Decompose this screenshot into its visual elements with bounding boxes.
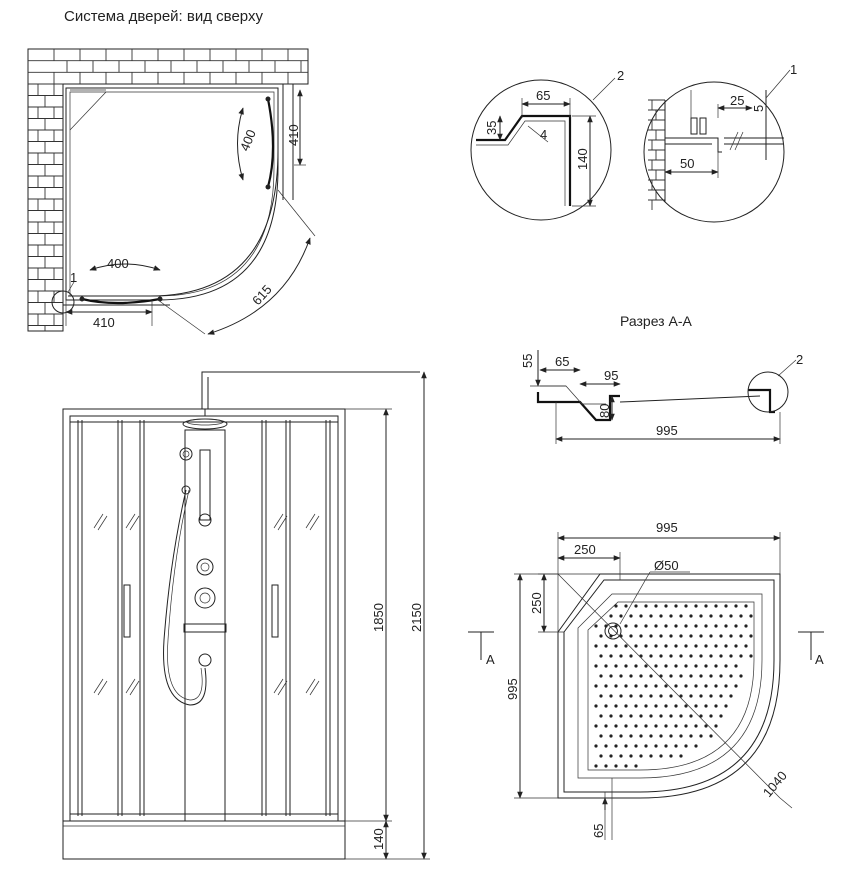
tray-dim-250-h: 250 (574, 542, 596, 557)
dim-left-door: 410 (93, 315, 115, 330)
front-dim-1850: 1850 (371, 603, 386, 632)
section-dim-55: 55 (520, 354, 535, 368)
callout-1: 1 (70, 270, 77, 285)
detail2-dim-35: 35 (484, 121, 499, 135)
tray-view: 995 250 Ø50 250 995 1040 65 A A (468, 520, 824, 840)
detail2-callout: 2 (617, 68, 624, 83)
detail2-dim-140: 140 (575, 148, 590, 170)
section-dim-95: 95 (604, 368, 618, 383)
section-mark-right: A (815, 652, 824, 667)
tray-dim-65: 65 (591, 824, 606, 838)
section-dim-65: 65 (555, 354, 569, 369)
brick-wall-top (28, 49, 308, 84)
dim-right-door: 410 (286, 124, 301, 146)
detail2-dim-4: 4 (540, 127, 547, 142)
anti-slip-dots (594, 604, 753, 768)
front-view: 1850 2150 140 (62, 371, 430, 860)
detail-2: 65 35 4 140 2 (470, 68, 624, 221)
dim-arc-bottom: 400 (107, 256, 129, 271)
section-title: Разрез А-А (620, 313, 692, 329)
tray-dim-250-v: 250 (529, 592, 544, 614)
detail2-dim-65: 65 (536, 88, 550, 103)
section-dim-80: 80 (597, 404, 612, 418)
brick-wall-left (28, 83, 63, 331)
door-profiles (70, 420, 338, 816)
tray-dim-drain: Ø50 (654, 558, 679, 573)
tray-dim-995-left: 995 (505, 678, 520, 700)
glass-hatches (93, 513, 320, 696)
section-view: Разрез А-А 2 55 65 95 80 995 (520, 313, 803, 444)
section-mark-left: A (486, 652, 495, 667)
detail1-dim-50: 50 (680, 156, 694, 171)
detail1-dim-25: 25 (730, 93, 744, 108)
detail1-callout: 1 (790, 62, 797, 77)
section-callout: 2 (796, 352, 803, 367)
dim-radius: 615 (249, 282, 275, 308)
top-view: 410 410 400 400 615 1 (27, 48, 316, 335)
front-dim-2150: 2150 (409, 603, 424, 632)
drawing-title: Система дверей: вид сверху (64, 8, 263, 25)
detail-1: 25 5 50 1 (643, 62, 797, 223)
dim-arc-right: 400 (237, 127, 259, 153)
tray-dim-995-top: 995 (656, 520, 678, 535)
section-dim-995: 995 (656, 423, 678, 438)
tray-dim-1040: 1040 (760, 768, 790, 800)
front-dim-140: 140 (371, 828, 386, 850)
brick-wall-detail (648, 99, 665, 210)
detail1-dim-5: 5 (751, 105, 766, 112)
